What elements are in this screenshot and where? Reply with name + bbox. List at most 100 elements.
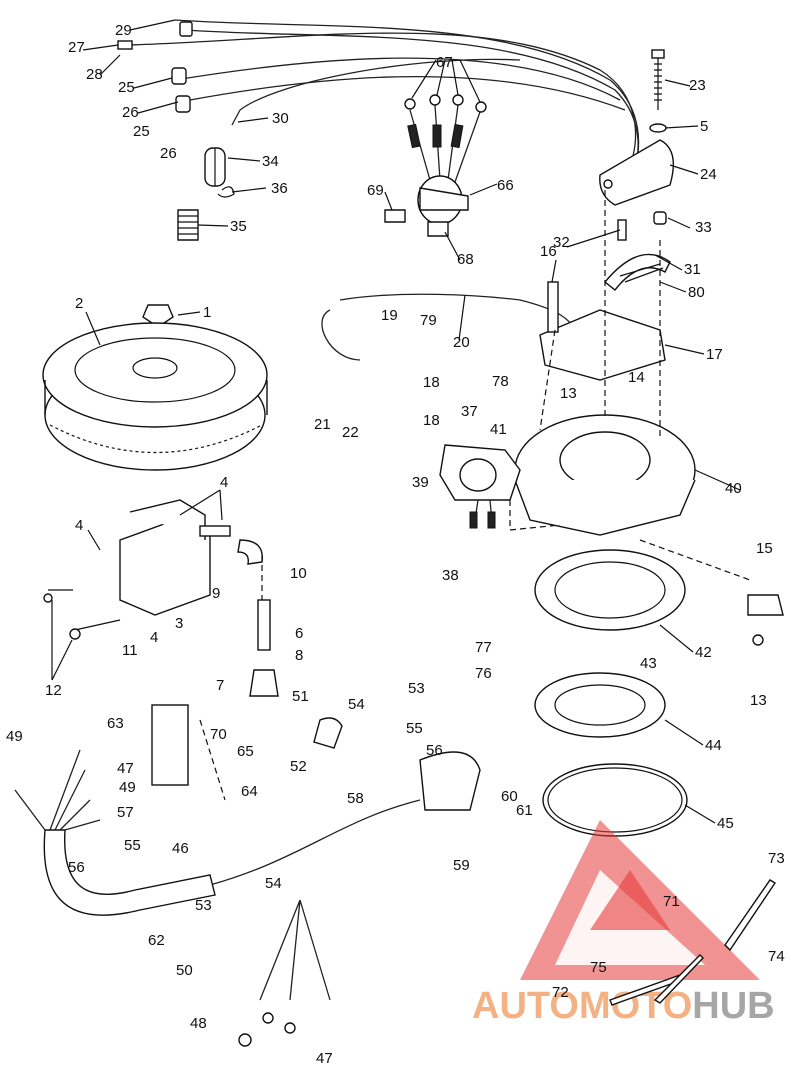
power-pack-3 — [43, 499, 279, 697]
callout-32: 32 — [553, 234, 570, 251]
callout-13b: 13 — [750, 692, 767, 709]
callout-56: 56 — [426, 742, 443, 759]
callout-79: 79 — [420, 312, 437, 329]
callout-27: 27 — [68, 39, 85, 56]
callout-72: 72 — [552, 984, 569, 1001]
callout-26: 26 — [122, 104, 139, 121]
callout-25b: 25 — [133, 123, 150, 140]
callout-65: 65 — [237, 743, 254, 760]
callout-50: 50 — [176, 962, 193, 979]
callout-52: 52 — [290, 758, 307, 775]
leader-lines — [51, 19, 741, 824]
callout-54: 54 — [348, 696, 365, 713]
callout-49b: 49 — [119, 779, 136, 796]
callout-51: 51 — [292, 688, 309, 705]
callout-47: 47 — [117, 760, 134, 777]
flywheel-2 — [42, 304, 268, 471]
callout-75: 75 — [590, 959, 607, 976]
callout-35: 35 — [230, 218, 247, 235]
callout-42: 42 — [695, 644, 712, 661]
callout-78: 78 — [492, 373, 509, 390]
callout-64: 64 — [241, 783, 258, 800]
callout-80: 80 — [688, 284, 705, 301]
callout-16: 16 — [540, 243, 557, 260]
callout-53: 53 — [408, 680, 425, 697]
callout-labels: 1 2 3 4 4 4 5 6 7 8 9 10 11 12 13 13 14 … — [6, 22, 785, 1067]
callout-54b: 54 — [265, 875, 282, 892]
callout-57: 57 — [117, 804, 134, 821]
automotohub-logo — [520, 820, 760, 980]
callout-31: 31 — [684, 261, 701, 278]
callout-4: 4 — [220, 474, 228, 491]
callout-2: 2 — [75, 295, 83, 312]
callout-7: 7 — [216, 677, 224, 694]
callout-28: 28 — [86, 66, 103, 83]
callout-18: 18 — [423, 374, 440, 391]
callout-44: 44 — [705, 737, 722, 754]
lower-wire-harness — [14, 704, 481, 1047]
callout-61: 61 — [516, 802, 533, 819]
misc-parts — [609, 594, 784, 1006]
callout-63: 63 — [107, 715, 124, 732]
timer-base-40 — [321, 281, 696, 837]
callout-30: 30 — [272, 110, 289, 127]
watermark-part2: HUB — [692, 985, 774, 1027]
callout-25: 25 — [118, 79, 135, 96]
callout-19: 19 — [381, 307, 398, 324]
callout-13: 13 — [560, 385, 577, 402]
watermark-part1: AUTOMOTO — [472, 985, 692, 1027]
callout-60: 60 — [501, 788, 518, 805]
callout-55: 55 — [406, 720, 423, 737]
callout-68: 68 — [457, 251, 474, 268]
callout-76: 76 — [475, 665, 492, 682]
callout-36: 36 — [271, 180, 288, 197]
callout-40: 40 — [725, 480, 742, 497]
callout-41: 41 — [490, 421, 507, 438]
callout-34: 34 — [262, 153, 279, 170]
callout-77: 77 — [475, 639, 492, 656]
callout-70: 70 — [210, 726, 227, 743]
callout-17: 17 — [706, 346, 723, 363]
callout-4c: 4 — [150, 629, 158, 646]
callout-10: 10 — [290, 565, 307, 582]
callout-58: 58 — [347, 790, 364, 807]
callout-3: 3 — [175, 615, 183, 632]
callout-73: 73 — [768, 850, 785, 867]
callout-14: 14 — [628, 369, 645, 386]
callout-29: 29 — [115, 22, 132, 39]
callout-9: 9 — [212, 585, 220, 602]
spring-and-caps-34-35-36 — [177, 147, 235, 241]
callout-23: 23 — [689, 77, 706, 94]
callout-18b: 18 — [423, 412, 440, 429]
callout-74: 74 — [768, 948, 785, 965]
top-wire-harness — [117, 19, 640, 171]
callout-49: 49 — [6, 728, 23, 745]
callout-59: 59 — [453, 857, 470, 874]
assembly-guide-lines — [199, 190, 751, 801]
ignition-coil-66 — [384, 94, 487, 237]
callout-39: 39 — [412, 474, 429, 491]
callout-37: 37 — [461, 403, 478, 420]
callout-71: 71 — [663, 893, 680, 910]
callout-4b: 4 — [75, 517, 83, 534]
callout-21: 21 — [314, 416, 331, 433]
callout-12: 12 — [45, 682, 62, 699]
sensor-37 — [439, 444, 521, 529]
callout-62: 62 — [148, 932, 165, 949]
callout-56b: 56 — [68, 859, 85, 876]
callout-53b: 53 — [195, 897, 212, 914]
callout-15: 15 — [756, 540, 773, 557]
watermark-text: AUTOMOTOHUB — [472, 985, 775, 1027]
callout-11: 11 — [122, 642, 138, 659]
callout-47b: 47 — [316, 1050, 333, 1067]
callout-26b: 26 — [160, 145, 177, 162]
upper-right-pack-23-24 — [599, 49, 674, 291]
callout-69: 69 — [367, 182, 384, 199]
callout-20: 20 — [453, 334, 470, 351]
callout-8: 8 — [295, 647, 303, 664]
callout-45: 45 — [717, 815, 734, 832]
callout-43: 43 — [640, 655, 657, 672]
callout-55b: 55 — [124, 837, 141, 854]
